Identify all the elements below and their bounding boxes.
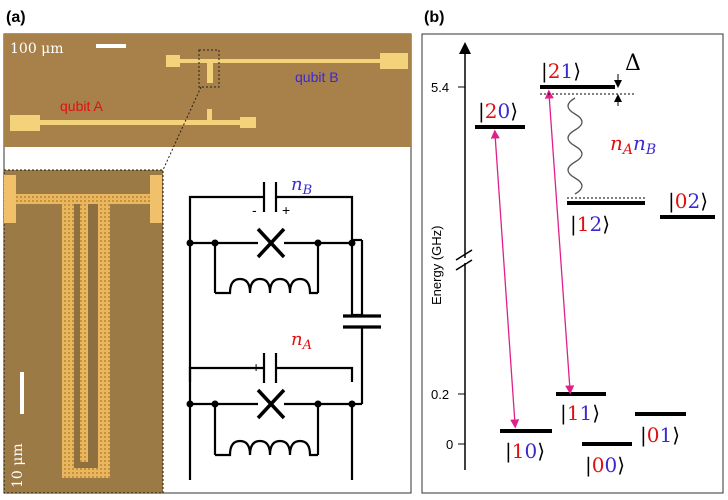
energy-axis: 5.4 0.2 0 Energy (GHz) <box>429 42 473 470</box>
delta-marker: Δ <box>540 51 645 199</box>
level-label-20: |20⟩ <box>478 99 518 124</box>
transition-21-11 <box>544 89 575 395</box>
coupling-na: nA <box>610 131 633 158</box>
sign-minus-b: - <box>252 202 257 218</box>
qubit-a-structure <box>10 109 256 131</box>
scale-bar-label-top: 100 μm <box>10 41 64 57</box>
level-label-00: |00⟩ <box>585 453 625 478</box>
zoom-box <box>198 49 220 88</box>
zoom-micrograph: 10 μm <box>3 169 164 494</box>
scale-bar-bottom <box>20 372 24 414</box>
coupling-label: nAnB <box>610 131 656 158</box>
sign-plus-a: + <box>252 359 260 375</box>
panel-b-label: (b) <box>424 9 444 26</box>
qubit-b-structure <box>166 53 408 83</box>
charge-a-sub: A <box>302 338 312 353</box>
sign-minus-a: - <box>284 359 289 375</box>
coupling-na-n: n <box>610 131 623 155</box>
level-label-10: |10⟩ <box>505 439 545 464</box>
charge-b-n: n <box>291 174 303 195</box>
coupling-nb: nB <box>633 131 656 158</box>
panel-a-label: (a) <box>6 9 26 26</box>
tick-0: 0 <box>446 437 453 452</box>
tick-54: 5.4 <box>431 80 449 95</box>
charge-a-label: nA <box>291 329 312 353</box>
circuit-nodes <box>186 239 356 408</box>
scale-bar-label-bottom: 10 μm <box>10 443 26 488</box>
coupling-na-sub: A <box>621 142 633 158</box>
charge-b-label: nB <box>291 174 312 198</box>
tick-02: 0.2 <box>431 387 449 402</box>
energy-levels: |20⟩ |21⟩ |12⟩ |02⟩ |11⟩ |10⟩ |01⟩ |00⟩ <box>475 59 715 478</box>
transitions <box>490 89 575 429</box>
qubit-a-label: qubit A <box>60 98 103 114</box>
zoom-connector <box>162 86 202 171</box>
qubit-b-label: qubit B <box>295 69 339 85</box>
charge-a-n: n <box>291 329 303 350</box>
delta-label: Δ <box>625 51 641 76</box>
scale-bar-top <box>96 44 126 48</box>
level-label-01: |01⟩ <box>640 423 680 448</box>
level-label-21: |21⟩ <box>541 59 581 84</box>
chip-micrograph: 100 μm qubit B qubit A <box>4 34 411 147</box>
sign-plus-b: + <box>282 202 290 218</box>
panel-b-frame <box>421 33 724 494</box>
coupling-nb-sub: B <box>645 142 656 158</box>
level-label-02: |02⟩ <box>668 189 708 214</box>
level-label-11: |11⟩ <box>560 401 600 426</box>
y-axis-label: Energy (GHz) <box>429 226 444 305</box>
coupling-wiggle <box>567 97 583 195</box>
circuit-schematic <box>188 182 381 480</box>
level-label-12: |12⟩ <box>570 212 610 237</box>
charge-b-sub: B <box>302 183 313 198</box>
transition-20-10 <box>490 129 520 429</box>
coupling-nb-n: n <box>633 131 646 155</box>
